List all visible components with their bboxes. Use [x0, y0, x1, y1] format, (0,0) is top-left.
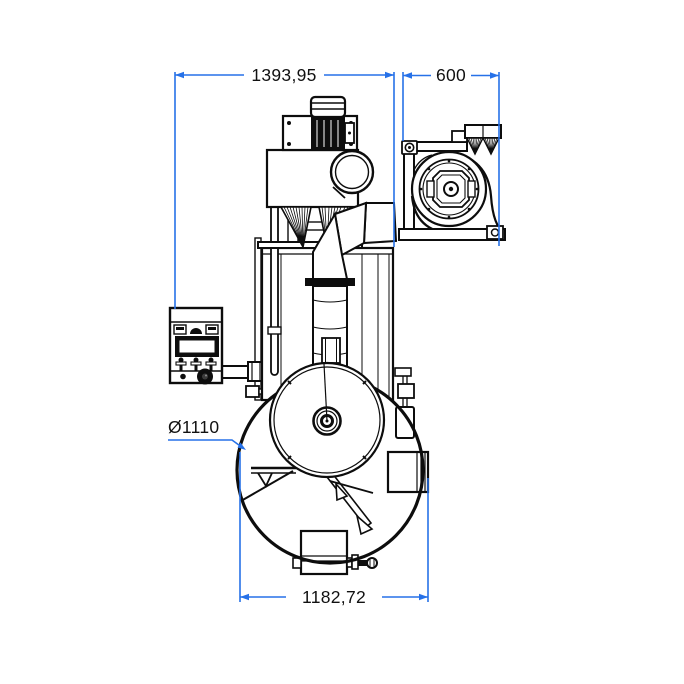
dimension-overall-width: 1393,95	[174, 65, 395, 309]
sight-glass-ring	[329, 149, 375, 199]
blower-base	[398, 225, 506, 241]
blower-inlet	[464, 124, 502, 156]
drum-diameter-label: Ø1110	[168, 417, 219, 437]
panel-lower[interactable]	[180, 368, 213, 385]
overall-width-label: 1393,95	[251, 65, 316, 85]
dimension-blower-width: 600	[402, 65, 500, 246]
drum-diameter-callout: Ø1110	[168, 417, 246, 450]
right-paddle	[325, 471, 374, 536]
base-width-label: 1182,72	[302, 587, 366, 607]
vertical-pipe	[305, 278, 355, 368]
left-paddle	[240, 466, 296, 502]
drum-hub	[312, 406, 342, 436]
control-panel	[168, 306, 224, 385]
blower-width-label: 600	[436, 65, 466, 85]
machine-body	[221, 95, 398, 402]
blower-unit	[398, 124, 506, 241]
motor	[309, 95, 355, 151]
dimension-base-width: 1182,72	[239, 452, 429, 607]
right-sensor-assembly	[394, 367, 415, 439]
blower-scroll	[410, 150, 506, 236]
panel-knobs[interactable]	[175, 357, 217, 372]
bolt-circle	[419, 159, 479, 219]
drum-front-plate	[268, 361, 386, 479]
panel-buttons[interactable]	[173, 324, 219, 335]
pipe-flange	[305, 278, 355, 286]
panel-display	[175, 336, 219, 357]
pole-clamp	[267, 326, 282, 335]
duct-elbow	[312, 201, 398, 280]
fan-hub-plate	[426, 170, 476, 208]
